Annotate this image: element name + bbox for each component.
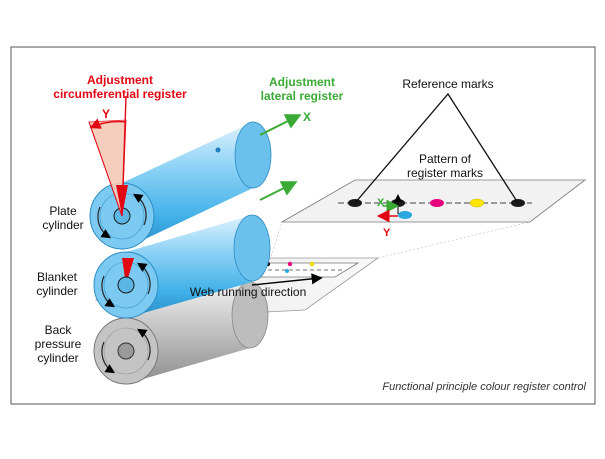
back-pressure-cylinder (93, 281, 269, 385)
blanket-cylinder (93, 214, 271, 319)
circumferential-adjustment-wedge (88, 95, 128, 217)
lat-label-line1: Adjustment (269, 75, 335, 89)
web-mark-magenta (287, 261, 293, 267)
circ-label-line2: circumferential register (53, 87, 187, 101)
lateral-arrow-top (259, 114, 302, 136)
caption: Functional principle colour register con… (382, 381, 586, 393)
back-label-line2: pressure (35, 337, 82, 351)
web-mark-yellow (309, 261, 315, 267)
reg-mark-magenta (430, 199, 444, 207)
pattern-label-line1: Pattern of (419, 152, 472, 166)
web-direction-label: Web running direction (190, 285, 307, 299)
back-label-line1: Back (45, 323, 73, 337)
lat-label-line2: lateral register (261, 89, 344, 103)
lateral-arrow-lower (259, 181, 298, 201)
web-mark-cyan (285, 269, 289, 273)
circ-axis-label: Y (102, 107, 110, 121)
blanket-label-line2: cylinder (36, 284, 77, 298)
reference-marks-pointer (354, 92, 519, 204)
reg-mark-yellow (469, 198, 485, 208)
reg-mark-cyan (398, 211, 412, 219)
plate-label-line1: Plate (49, 204, 77, 218)
blanket-label-line1: Blanket (37, 270, 78, 284)
plate-label-line2: cylinder (42, 218, 83, 232)
circ-label-line1: Adjustment (87, 73, 153, 87)
reference-marks-label: Reference marks (402, 77, 493, 91)
detail-x-label: X (377, 197, 385, 209)
back-label-line3: cylinder (37, 351, 78, 365)
lat-axis-label: X (303, 110, 311, 124)
detail-y-label: Y (383, 227, 391, 239)
pattern-label-line2: register marks (407, 166, 483, 180)
web-direction-arrow (251, 273, 323, 286)
